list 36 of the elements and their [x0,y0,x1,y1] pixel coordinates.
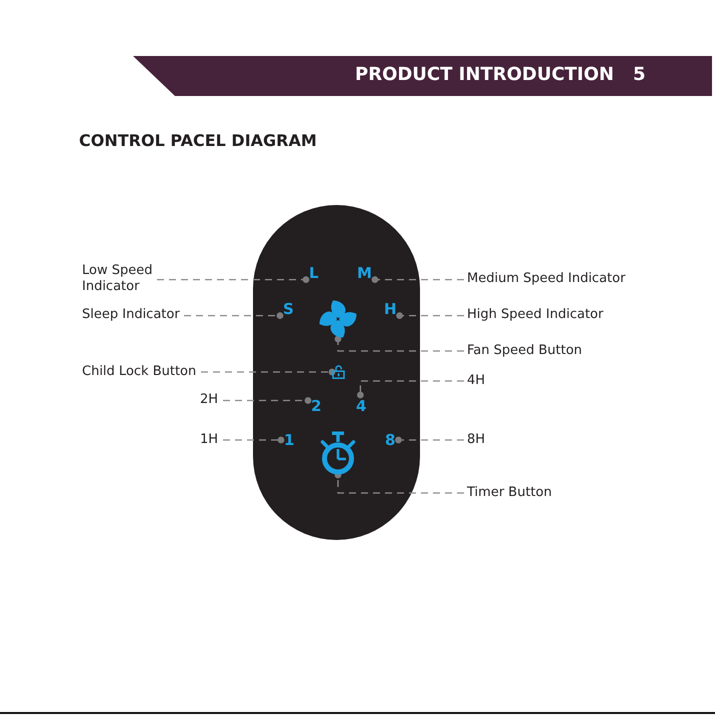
indicator-letter: S [280,298,297,320]
padlock-icon [332,365,345,379]
section-heading: PRODUCT INTRODUCTION [355,64,614,86]
leader-line [372,276,464,283]
timer-digit: 8 [382,429,398,451]
timer-digit: 2 [308,395,324,417]
callout-label: Child Lock Button [82,364,198,380]
diagram-title: CONTROL PACEL DIAGRAM [79,131,317,151]
leader-line [334,336,464,352]
callout-label: Fan Speed Button [467,343,584,359]
callout-label: Timer Button [467,485,553,501]
leader-line [395,436,464,444]
callout-label: 2H [200,392,220,408]
leader-line [223,397,312,404]
callout-label: Low Speed Indicator [82,263,154,295]
callout-label: 4H [467,373,487,389]
leader-line [184,312,284,319]
page-number: 5 [633,64,646,86]
callout-label: High Speed Indicator [467,307,605,323]
leader-line [396,312,464,319]
callout-label: 8H [467,432,487,448]
callout-label: Sleep Indicator [82,307,181,323]
timer-digit: 4 [353,395,370,417]
timer-digit: 1 [281,429,298,451]
leader-line [157,276,310,283]
indicator-letter: M [354,262,375,284]
stopwatch-icon [318,431,358,475]
leader-line [334,472,464,494]
callout-label: Medium Speed Indicator [467,271,627,287]
fan-icon [317,299,359,339]
indicator-letter: L [306,262,322,284]
indicator-letter: H [381,298,400,320]
leader-line [357,380,464,398]
leader-line [223,436,284,444]
callout-label: 1H [200,432,220,448]
leader-line [201,368,336,376]
